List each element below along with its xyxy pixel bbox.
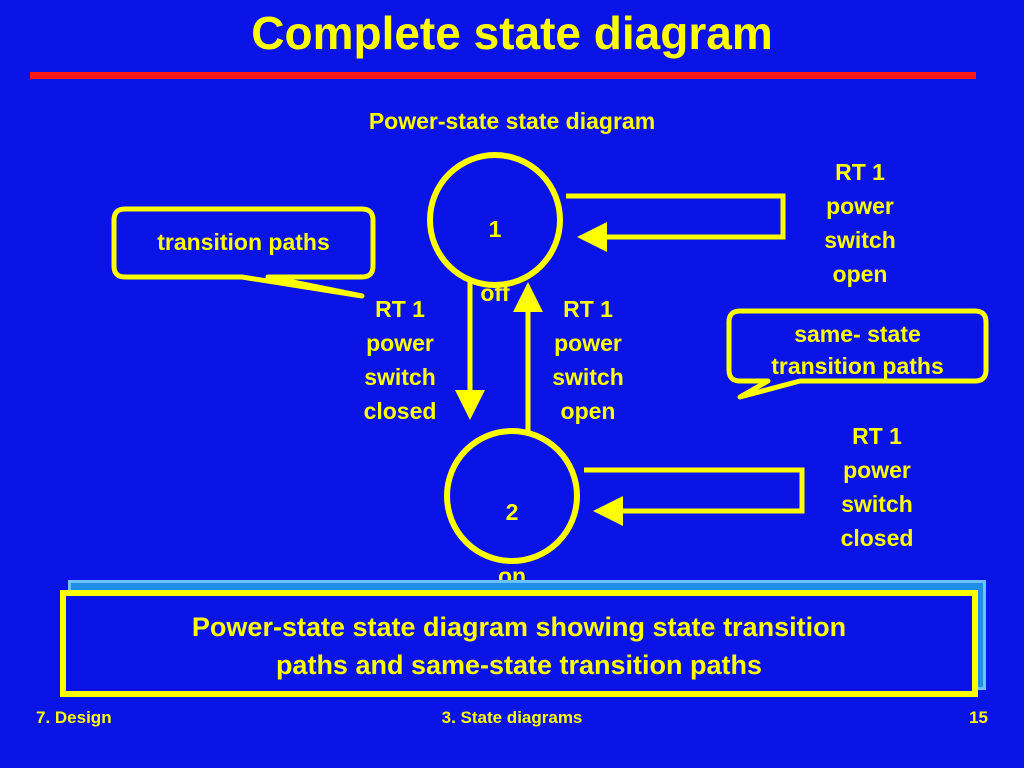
state-off-number: 1 — [488, 216, 502, 242]
state-on-number: 2 — [505, 499, 519, 525]
self-loop-on-label: RT 1 power switch closed — [840, 423, 914, 551]
self-loop-off-arrow — [566, 193, 786, 252]
transition-on-to-off-label: RT 1 power switch open — [552, 296, 624, 424]
state-off-label: 1 off — [455, 181, 535, 341]
footer-chapter: 3. State diagrams — [441, 708, 583, 727]
transition-off-to-on-label: RT 1 power switch closed — [363, 296, 437, 424]
diagram-heading: Power-state state diagram — [368, 108, 656, 134]
self-loop-on-arrow — [584, 467, 805, 526]
self-loop-off-label: RT 1 power switch open — [824, 159, 896, 287]
state-off-circle — [427, 152, 563, 288]
footer-page-number: 15 — [969, 708, 988, 727]
callout-same-state-paths-text: same- state transition paths — [771, 321, 944, 379]
slide-title: Complete state diagram — [251, 7, 773, 59]
callout-same-state-paths-bubble — [726, 308, 989, 400]
title-rule — [30, 72, 976, 79]
caption-text: Power-state state diagram showing state … — [191, 612, 847, 680]
caption-box: Power-state state diagram showing state … — [60, 590, 978, 697]
callout-transition-paths-text: transition paths — [157, 229, 330, 255]
footer-section: 7. Design — [36, 708, 112, 727]
state-off-name: off — [480, 280, 510, 306]
callout-transition-paths-bubble — [111, 206, 376, 299]
state-on-circle — [444, 428, 580, 564]
